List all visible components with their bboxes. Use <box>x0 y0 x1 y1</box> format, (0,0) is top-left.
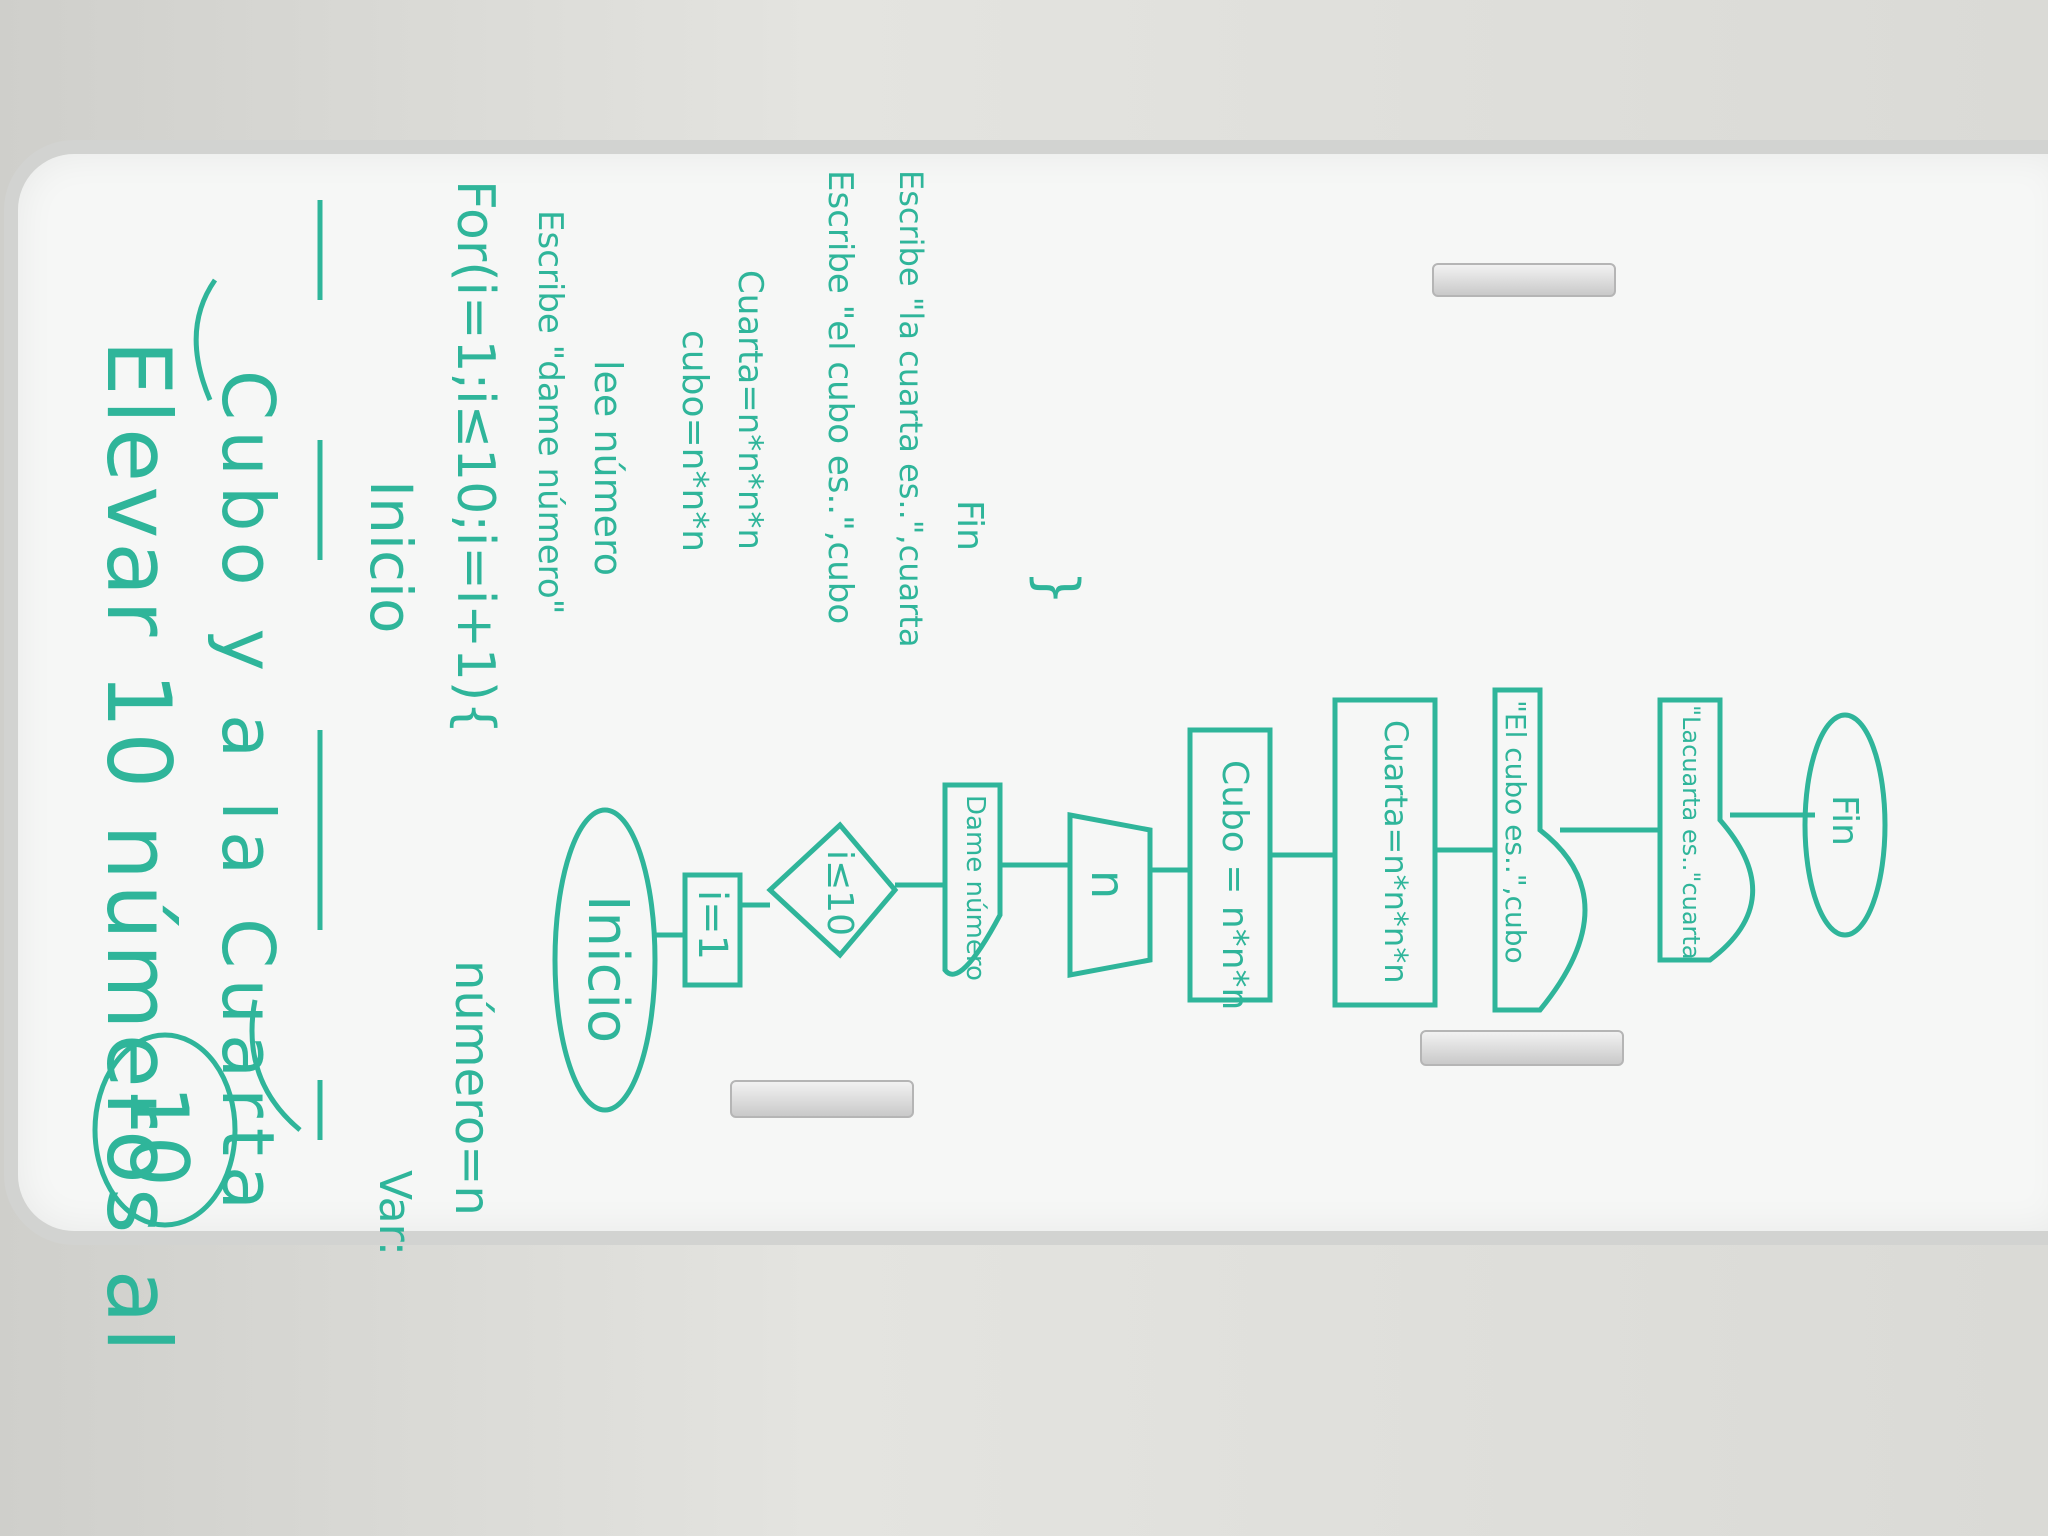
fc-out-fourth-shape <box>1657 697 1755 963</box>
title-arrow-right <box>193 278 218 401</box>
fc-display-label: Dame número <box>960 795 990 981</box>
pseudo-write-cube: Escribe "el cubo es..",cubo <box>820 170 860 625</box>
pseudo-end: Fin <box>949 500 990 551</box>
pseudo-write-prompt: Escribe "dame número" <box>530 210 570 615</box>
fc-init-label: i=1 <box>689 890 735 961</box>
fc-cube-box <box>1187 727 1273 1003</box>
fc-end-oval <box>1802 712 1888 938</box>
title-line-2: Cubo y a la Cuarta <box>206 370 290 1221</box>
fc-decision-diamond <box>766 821 899 959</box>
fc-fourth-label: Cuarta=n*n*n*n <box>1377 720 1415 984</box>
fc-input-trapezoid <box>1067 811 1153 979</box>
marker-left <box>730 1080 914 1118</box>
fc-out-cube-label: "El cubo es..",cubo <box>1499 700 1532 964</box>
title-line-1: Elevar 10 números al <box>87 340 190 1356</box>
eraser-bottom <box>1420 1030 1624 1066</box>
pseudo-fourth: Cuarta=n*n*n*n <box>730 270 770 550</box>
pseudo-close-brace: } <box>1025 570 1090 606</box>
whiteboard <box>4 140 2048 1245</box>
title-arrow-left <box>249 999 302 1132</box>
fc-display-shape <box>942 782 1003 977</box>
vars-declaration: número=n <box>444 960 500 1216</box>
fc-out-fourth-label: "Lacuarta es.."cuarta <box>1677 705 1705 960</box>
fc-decision-label: i≤10 <box>819 850 860 936</box>
pseudo-cube: cubo=n*n*n <box>674 330 715 553</box>
fc-end-label: Fin <box>1824 795 1865 846</box>
fc-start-label: Inicio <box>575 895 640 1044</box>
pseudo-for: For(i=1;i≤10;i=i+1){ <box>445 180 505 735</box>
fc-input-label: n <box>1081 870 1135 900</box>
fc-cube-label: Cubo = n*n*n <box>1214 760 1255 1011</box>
eraser-top <box>1432 263 1616 297</box>
pseudo-write-fourth: Escribe "la cuarta es..",cuarta <box>892 170 930 648</box>
fc-out-cube-shape <box>1492 687 1588 1013</box>
fc-start-oval <box>552 807 658 1113</box>
pseudo-start: Inicio <box>357 480 425 634</box>
vars-label: Var: <box>369 1170 420 1256</box>
fc-init-box <box>682 872 743 988</box>
number-circle <box>92 1032 238 1228</box>
pseudo-read: lee número <box>586 360 630 576</box>
